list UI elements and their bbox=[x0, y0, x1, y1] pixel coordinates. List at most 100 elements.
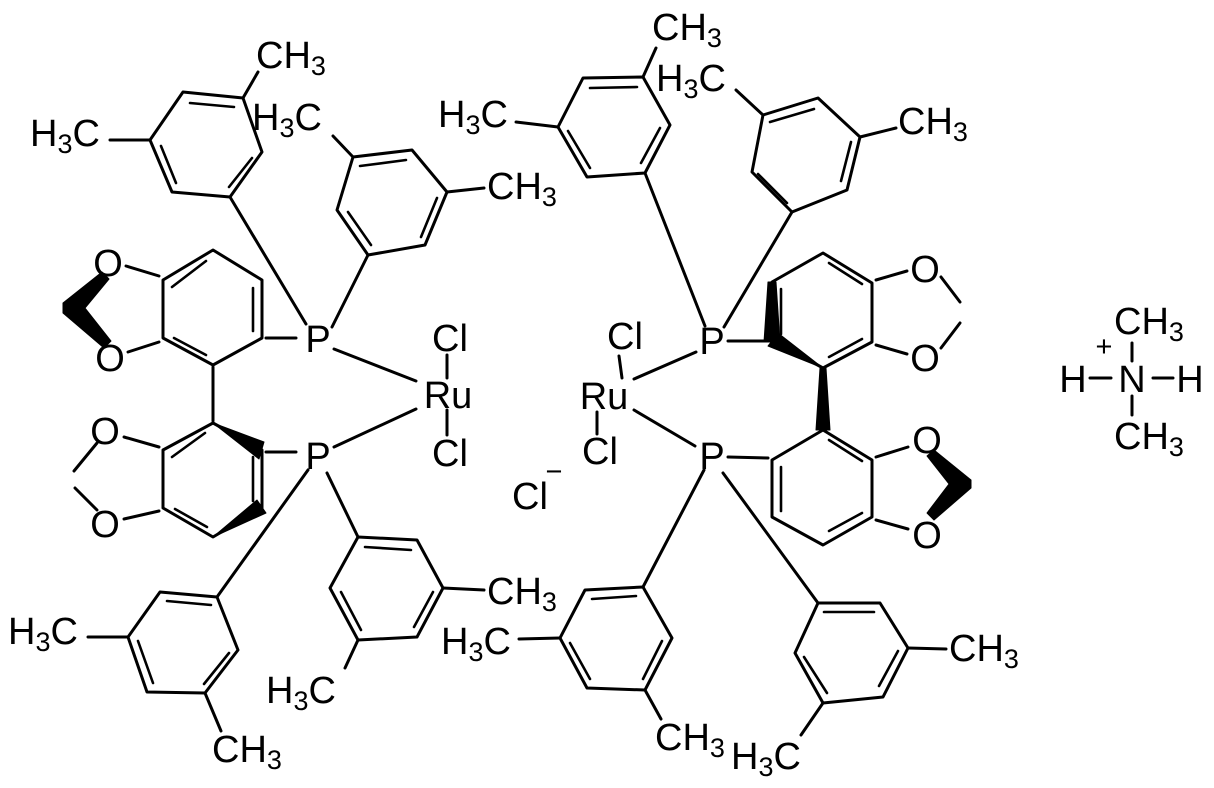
double-bond bbox=[827, 261, 864, 286]
benzene-ring bbox=[126, 590, 240, 695]
right-ru-complex: CH3 H3C H3C CH3 H3C CH3 bbox=[438, 7, 1019, 782]
double-bond bbox=[412, 590, 435, 629]
benzene-ring bbox=[328, 535, 445, 642]
chloride-label: Cl bbox=[432, 318, 468, 360]
benzene-ring bbox=[793, 601, 910, 705]
ipso-p-bond bbox=[641, 468, 706, 589]
double-bond bbox=[827, 511, 864, 533]
methyl-bond bbox=[641, 46, 658, 79]
positive-charge: + bbox=[1096, 331, 1113, 363]
xylyl-ring-top-mid-right: CH3 H3C bbox=[438, 7, 722, 328]
xylyl-ring-bottom-mid-left: H3C CH3 bbox=[266, 471, 557, 716]
methyl-bond bbox=[445, 186, 486, 194]
ipso-p-bond bbox=[722, 210, 794, 329]
double-bond bbox=[590, 594, 638, 601]
double-bond bbox=[756, 172, 789, 205]
double-bond bbox=[639, 126, 662, 165]
xylyl-ring-bottom-left: H3C CH3 bbox=[8, 468, 310, 775]
methyl-label: CH3 bbox=[1114, 301, 1184, 347]
oxygen-label: O bbox=[910, 249, 940, 291]
methyl-label: CH3 bbox=[949, 628, 1019, 674]
ipso-p-bond bbox=[721, 471, 820, 605]
methylene-bridge-bond bbox=[73, 486, 99, 512]
double-bond bbox=[802, 655, 829, 695]
ipso-p-bond bbox=[325, 471, 360, 539]
ipso-p-bond bbox=[215, 468, 310, 599]
metal-center-left: P P Ru Cl Cl bbox=[305, 318, 472, 478]
c-o-bond bbox=[874, 518, 910, 531]
methyl-bond bbox=[241, 70, 260, 100]
hydrogen-label: H bbox=[1176, 359, 1203, 401]
left-ru-complex: CH3 H3C H3C CH3 H3C CH3 bbox=[8, 35, 557, 775]
double-bond bbox=[346, 210, 373, 247]
methyl-bond bbox=[517, 636, 562, 641]
double-bond bbox=[419, 196, 439, 239]
methyl-label: CH3 bbox=[487, 571, 557, 617]
methyl-label: H3C bbox=[252, 97, 322, 143]
phosphorus-label: P bbox=[699, 321, 724, 363]
wedge-bond bbox=[212, 499, 267, 538]
benzene-ring bbox=[148, 90, 264, 199]
double-bond bbox=[170, 259, 208, 289]
methyl-label: H3C bbox=[438, 94, 508, 140]
methyl-bond bbox=[799, 701, 825, 737]
phosphorus-label: P bbox=[305, 319, 330, 361]
segphos-backbone-right: O O O O bbox=[726, 249, 972, 557]
xylyl-ring-bottom-mid-right: H3C CH3 bbox=[441, 468, 725, 763]
methyl-bond bbox=[858, 126, 898, 139]
xylyl-ring-top-mid-left: H3C CH3 bbox=[252, 97, 557, 329]
double-bond bbox=[877, 649, 900, 688]
metal-center-right: P P Ru Cl Cl bbox=[580, 316, 725, 478]
double-bond bbox=[827, 337, 864, 359]
methyl-label: CH3 bbox=[655, 717, 725, 763]
hydrogen-label: H bbox=[1059, 359, 1086, 401]
benzene-ring bbox=[161, 248, 264, 367]
phosphorus-label: P bbox=[305, 436, 330, 478]
methyl-label: CH3 bbox=[212, 729, 282, 775]
chloride-label: Cl bbox=[432, 433, 468, 475]
double-bond bbox=[202, 651, 231, 686]
double-bond bbox=[363, 545, 413, 552]
double-bond bbox=[159, 144, 178, 185]
methyl-label: H3C bbox=[266, 670, 336, 716]
methyl-label: H3C bbox=[8, 611, 78, 657]
c-o-bond bbox=[126, 340, 161, 354]
methyl-bond bbox=[203, 691, 223, 733]
double-bond bbox=[136, 639, 155, 685]
xylyl-ring-top-left: CH3 H3C bbox=[30, 35, 326, 326]
methyl-bond bbox=[343, 638, 360, 670]
xylyl-ring-top-right: H3C CH3 bbox=[656, 58, 968, 329]
wedge-bond bbox=[767, 332, 824, 369]
methyl-label: H3C bbox=[30, 113, 100, 159]
oxygen-label: O bbox=[912, 515, 942, 557]
c-o-bond bbox=[874, 445, 910, 459]
methyl-bond bbox=[734, 88, 765, 117]
p-ru-bond bbox=[632, 350, 698, 381]
methyl-label: CH3 bbox=[652, 7, 722, 53]
methyl-label: H3C bbox=[656, 58, 726, 104]
c-o-bond bbox=[122, 435, 161, 449]
methyl-bond bbox=[514, 120, 560, 129]
oxygen-label: O bbox=[93, 243, 123, 285]
p-ru-bond bbox=[632, 408, 697, 448]
wedge-methylene-bridge bbox=[926, 449, 972, 521]
ipso-p-bond bbox=[643, 171, 707, 328]
ipso-p-bond bbox=[330, 253, 370, 329]
double-bond bbox=[170, 431, 207, 459]
oxygen-label: O bbox=[90, 504, 120, 546]
ipso-p-bond bbox=[228, 195, 308, 326]
wedge-bond bbox=[212, 422, 265, 460]
methyl-label: CH3 bbox=[487, 166, 557, 212]
chloride-label: Cl bbox=[607, 316, 643, 358]
double-bond bbox=[839, 140, 853, 183]
benzene-ring bbox=[750, 96, 862, 214]
oxygen-label: O bbox=[95, 338, 125, 380]
oxygen-label: O bbox=[912, 420, 942, 462]
oxygen-label: O bbox=[90, 411, 120, 453]
c-o-bond bbox=[122, 509, 161, 521]
segphos-backbone-left: O O O O bbox=[62, 243, 298, 546]
wedge-methylene-bridge bbox=[62, 271, 112, 349]
